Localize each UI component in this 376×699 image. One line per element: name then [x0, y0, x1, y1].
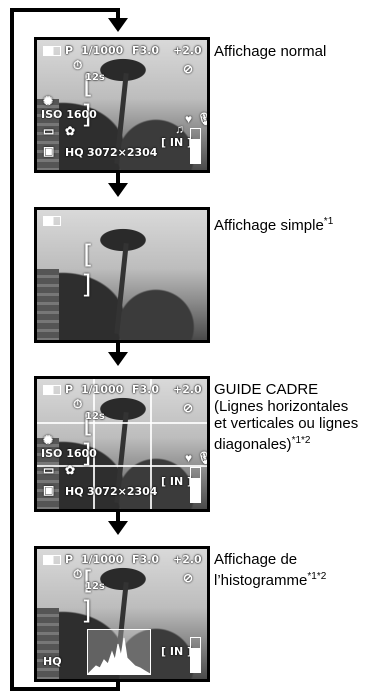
beep-icon: ♫ — [175, 122, 184, 136]
down-arrow-icon — [108, 183, 128, 197]
af-target-bracket: [ ] — [79, 239, 110, 300]
flash-off-icon: ⊘ — [183, 401, 194, 415]
exposure-comp: +2.0 — [173, 44, 202, 57]
memory-indicator: [ IN ] — [161, 136, 193, 149]
shooting-mode: P — [65, 383, 74, 396]
caption-line: diagonales) — [214, 436, 292, 453]
self-timer-value: 12s — [85, 72, 105, 83]
battery-icon — [43, 385, 61, 395]
caption-line: et verticales ou lignes — [214, 415, 359, 432]
scene-image — [37, 549, 207, 679]
caption-text: Affichage normal — [214, 43, 327, 60]
image-quality: HQ — [43, 655, 62, 668]
protect-icon: ♥ — [185, 451, 193, 465]
memory-gauge — [190, 467, 201, 503]
microphone-icon: 🎙 — [197, 112, 207, 126]
af-target-bracket: [ ] — [79, 408, 110, 469]
flash-off-icon: ⊘ — [183, 571, 194, 585]
aperture-value: F3.0 — [132, 44, 160, 57]
camera-screen-simple: [ ] — [34, 207, 210, 343]
caption-line: Affichage de — [214, 551, 298, 568]
battery-icon — [43, 46, 61, 56]
loop-line-top — [10, 8, 120, 12]
white-balance-icon: ✺ — [43, 94, 54, 108]
shooting-mode: P — [65, 553, 74, 566]
caption-histogram: Affichage de l’histogramme*1*2 — [214, 551, 326, 589]
metering-icon: ▭ — [43, 463, 55, 477]
shutter-speed: 1/1000 — [81, 383, 124, 396]
microphone-icon: 🎙 — [197, 451, 207, 465]
exposure-comp: +2.0 — [173, 383, 202, 396]
arrow-stem — [116, 170, 120, 184]
image-quality: HQ — [65, 485, 84, 498]
image-resolution: 3072×2304 — [87, 146, 158, 159]
grid-line-horizontal — [37, 422, 207, 424]
battery-icon — [43, 216, 61, 226]
af-target-bracket: [ ] — [79, 565, 110, 626]
flash-off-icon: ⊘ — [183, 62, 194, 76]
histogram-graph — [87, 629, 151, 675]
grid-line-vertical — [93, 379, 95, 509]
battery-icon — [43, 555, 61, 565]
shutter-speed: 1/1000 — [81, 44, 124, 57]
aperture-value: F3.0 — [132, 383, 160, 396]
building — [37, 268, 59, 340]
memory-indicator: [ IN ] — [161, 475, 193, 488]
image-quality: HQ — [65, 146, 84, 159]
macro-icon: ✿ — [65, 124, 76, 138]
protect-icon: ♥ — [185, 112, 193, 126]
self-timer-value: 12s — [85, 411, 105, 422]
loop-line-left — [10, 8, 14, 691]
camera-screen-histogram: [ ] P 1/1000 F3.0 +2.0 ⏱ 12s ⊘ HQ [ IN ] — [34, 546, 210, 682]
image-resolution: 3072×2304 — [87, 485, 158, 498]
down-arrow-icon — [108, 352, 128, 366]
self-timer-value: 12s — [85, 581, 105, 592]
shooting-mode: P — [65, 44, 74, 57]
loop-line-bottom — [10, 687, 120, 691]
self-timer-icon: ⏱ — [73, 58, 83, 72]
drive-mode-icon: ▣ — [43, 144, 55, 158]
caption-line: (Lignes horizontales — [214, 398, 349, 415]
memory-gauge — [190, 637, 201, 673]
camera-screen-normal: [ ] P 1/1000 F3.0 +2.0 ⏱ 12s ⊘ ✺ ISO 160… — [34, 37, 210, 173]
camera-screen-frame-guide: [ ] P 1/1000 F3.0 +2.0 ⏱ 12s ⊘ ✺ ISO 160… — [34, 376, 210, 512]
down-arrow-icon — [108, 521, 128, 535]
drive-mode-icon: ▣ — [43, 483, 55, 497]
down-arrow-icon — [108, 18, 128, 32]
building — [37, 437, 59, 509]
white-balance-icon: ✺ — [43, 433, 54, 447]
exposure-comp: +2.0 — [173, 553, 202, 566]
caption-normal: Affichage normal — [214, 43, 326, 60]
macro-icon: ✿ — [65, 463, 76, 477]
metering-icon: ▭ — [43, 124, 55, 138]
grid-line-horizontal — [37, 465, 207, 467]
scene-image — [37, 210, 207, 340]
histogram-curve — [88, 637, 150, 674]
af-target-bracket: [ ] — [79, 69, 110, 130]
iso-value: ISO 1600 — [41, 447, 97, 460]
arrow-stem — [116, 509, 120, 523]
footnote-marker: *1*2 — [291, 435, 311, 446]
self-timer-icon: ⏱ — [73, 397, 83, 411]
shutter-speed: 1/1000 — [81, 553, 124, 566]
footnote-marker: *1 — [323, 216, 334, 227]
building — [37, 98, 59, 170]
self-timer-icon: ⏱ — [73, 567, 83, 581]
grid-line-vertical — [150, 379, 152, 509]
caption-text: Affichage simple — [214, 217, 324, 234]
caption-simple: Affichage simple*1 — [214, 213, 333, 234]
iso-value: ISO 1600 — [41, 108, 97, 121]
footnote-marker: *1*2 — [307, 571, 327, 582]
memory-gauge — [190, 128, 201, 164]
scene-image — [37, 40, 207, 170]
arrow-stem — [116, 340, 120, 354]
scene-image — [37, 379, 207, 509]
building — [37, 607, 59, 679]
memory-indicator: [ IN ] — [161, 645, 193, 658]
aperture-value: F3.0 — [132, 553, 160, 566]
caption-frame-guide: GUIDE CADRE (Lignes horizontales et vert… — [214, 381, 358, 453]
caption-line: l’histogramme — [214, 572, 308, 589]
caption-line: GUIDE CADRE — [214, 381, 319, 398]
arrow-stem — [116, 8, 120, 20]
